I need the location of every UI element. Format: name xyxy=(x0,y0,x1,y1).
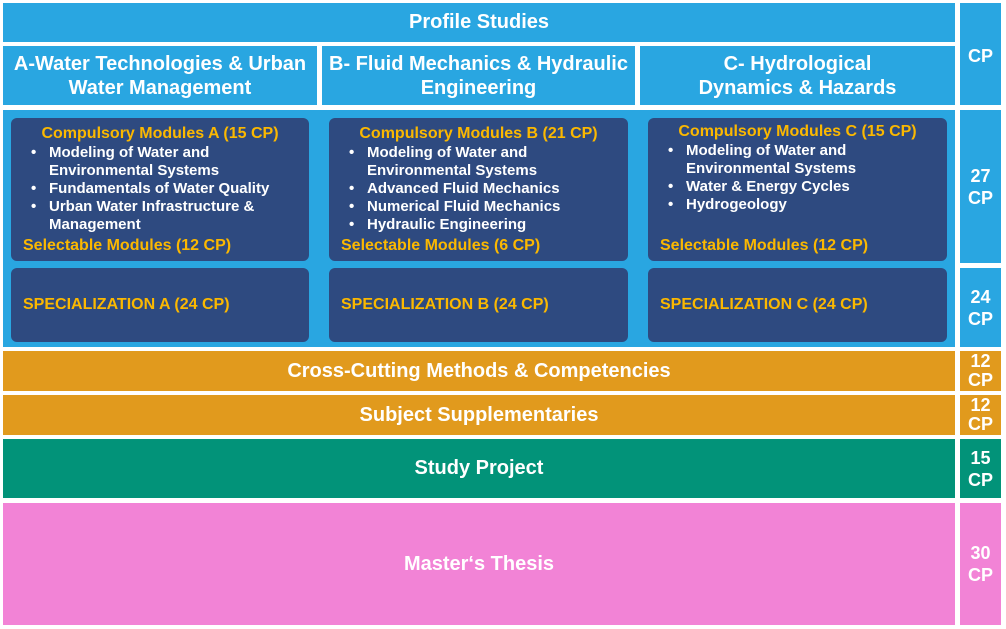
module-item: Urban Water Infrastructure & Management xyxy=(11,198,309,234)
cp-value: 15 xyxy=(970,447,991,468)
cp-header-label: CP xyxy=(967,46,993,66)
compulsory-box-b: Compulsory Modules B (21 CP) Modeling of… xyxy=(329,118,628,261)
specialization-box-c: SPECIALIZATION C (24 CP) xyxy=(648,268,947,342)
compulsory-box-c: Compulsory Modules C (15 CP) Modeling of… xyxy=(648,118,947,261)
module-item: Advanced Fluid Mechanics xyxy=(329,180,628,198)
column-heading-b: B- Fluid Mechanics & Hydraulic Engineeri… xyxy=(322,46,635,105)
specialization-box-b: SPECIALIZATION B (24 CP) xyxy=(329,268,628,342)
cp-subject-supplementaries-cell: 12 CP xyxy=(960,395,1001,435)
selectable-modules-a: Selectable Modules (12 CP) xyxy=(23,237,232,254)
profile-studies-label: Profile Studies xyxy=(408,11,550,33)
profile-studies-header: Profile Studies xyxy=(3,3,955,42)
module-item: Fundamentals of Water Quality xyxy=(11,180,309,198)
column-heading-c-label: C- Hydrological Dynamics & Hazards xyxy=(698,52,897,99)
module-item: Hydraulic Engineering xyxy=(329,216,628,234)
module-item: Modeling of Water and Environmental Syst… xyxy=(11,144,309,180)
cross-cutting-label: Cross-Cutting Methods & Competencies xyxy=(287,359,671,382)
cp-modules-cell: 27 CP xyxy=(960,110,1001,263)
subject-supplementaries-label: Subject Supplementaries xyxy=(359,403,599,426)
subject-supplementaries-bar: Subject Supplementaries xyxy=(3,395,955,435)
column-heading-c: C- Hydrological Dynamics & Hazards xyxy=(640,46,955,105)
module-list-b: Modeling of Water and Environmental Syst… xyxy=(329,144,628,234)
column-heading-a: A-Water Technologies & Urban Water Manag… xyxy=(3,46,317,105)
compulsory-title-c: Compulsory Modules C (15 CP) xyxy=(678,123,917,140)
selectable-modules-c: Selectable Modules (12 CP) xyxy=(660,237,869,254)
cp-value: 12 xyxy=(970,351,991,371)
cp-unit: CP xyxy=(967,308,993,329)
masters-thesis-label: Master‘s Thesis xyxy=(403,552,555,575)
module-item: Water & Energy Cycles xyxy=(648,178,947,196)
specialization-label-b: SPECIALIZATION B (24 CP) xyxy=(341,296,549,313)
module-list-c: Modeling of Water and Environmental Syst… xyxy=(648,142,947,214)
cp-unit: CP xyxy=(967,414,993,434)
module-list-a: Modeling of Water and Environmental Syst… xyxy=(11,144,309,234)
cp-cross-cutting-cell: 12 CP xyxy=(960,351,1001,391)
selectable-modules-b: Selectable Modules (6 CP) xyxy=(341,237,541,254)
column-heading-a-label: A-Water Technologies & Urban Water Manag… xyxy=(13,52,307,99)
cp-value: 12 xyxy=(970,395,991,415)
cp-masters-thesis-cell: 30 CP xyxy=(960,503,1001,625)
specialization-label-c: SPECIALIZATION C (24 CP) xyxy=(660,296,868,313)
study-project-bar: Study Project xyxy=(3,439,955,498)
cross-cutting-bar: Cross-Cutting Methods & Competencies xyxy=(3,351,955,391)
cp-value: 24 xyxy=(970,286,991,307)
cp-header-cell: CP xyxy=(960,3,1001,105)
cp-unit: CP xyxy=(967,565,993,585)
cp-value: 30 xyxy=(970,543,991,563)
module-item: Modeling of Water and Environmental Syst… xyxy=(648,142,947,178)
specialization-box-a: SPECIALIZATION A (24 CP) xyxy=(11,268,309,342)
module-item: Modeling of Water and Environmental Syst… xyxy=(329,144,628,180)
module-item: Numerical Fluid Mechanics xyxy=(329,198,628,216)
study-project-label: Study Project xyxy=(414,457,544,479)
compulsory-title-b: Compulsory Modules B (21 CP) xyxy=(359,125,598,142)
cp-specialization-cell: 24 CP xyxy=(960,268,1001,347)
module-item: Hydrogeology xyxy=(648,196,947,214)
compulsory-title-a: Compulsory Modules A (15 CP) xyxy=(41,125,279,142)
cp-study-project-cell: 15 CP xyxy=(960,439,1001,498)
specialization-label-a: SPECIALIZATION A (24 CP) xyxy=(23,296,230,313)
column-heading-b-label: B- Fluid Mechanics & Hydraulic Engineeri… xyxy=(329,52,628,99)
cp-unit: CP xyxy=(967,187,993,208)
cp-value: 27 xyxy=(970,165,991,186)
masters-thesis-bar: Master‘s Thesis xyxy=(3,503,955,625)
compulsory-box-a: Compulsory Modules A (15 CP) Modeling of… xyxy=(11,118,309,261)
cp-unit: CP xyxy=(967,469,993,490)
cp-unit: CP xyxy=(967,370,993,390)
